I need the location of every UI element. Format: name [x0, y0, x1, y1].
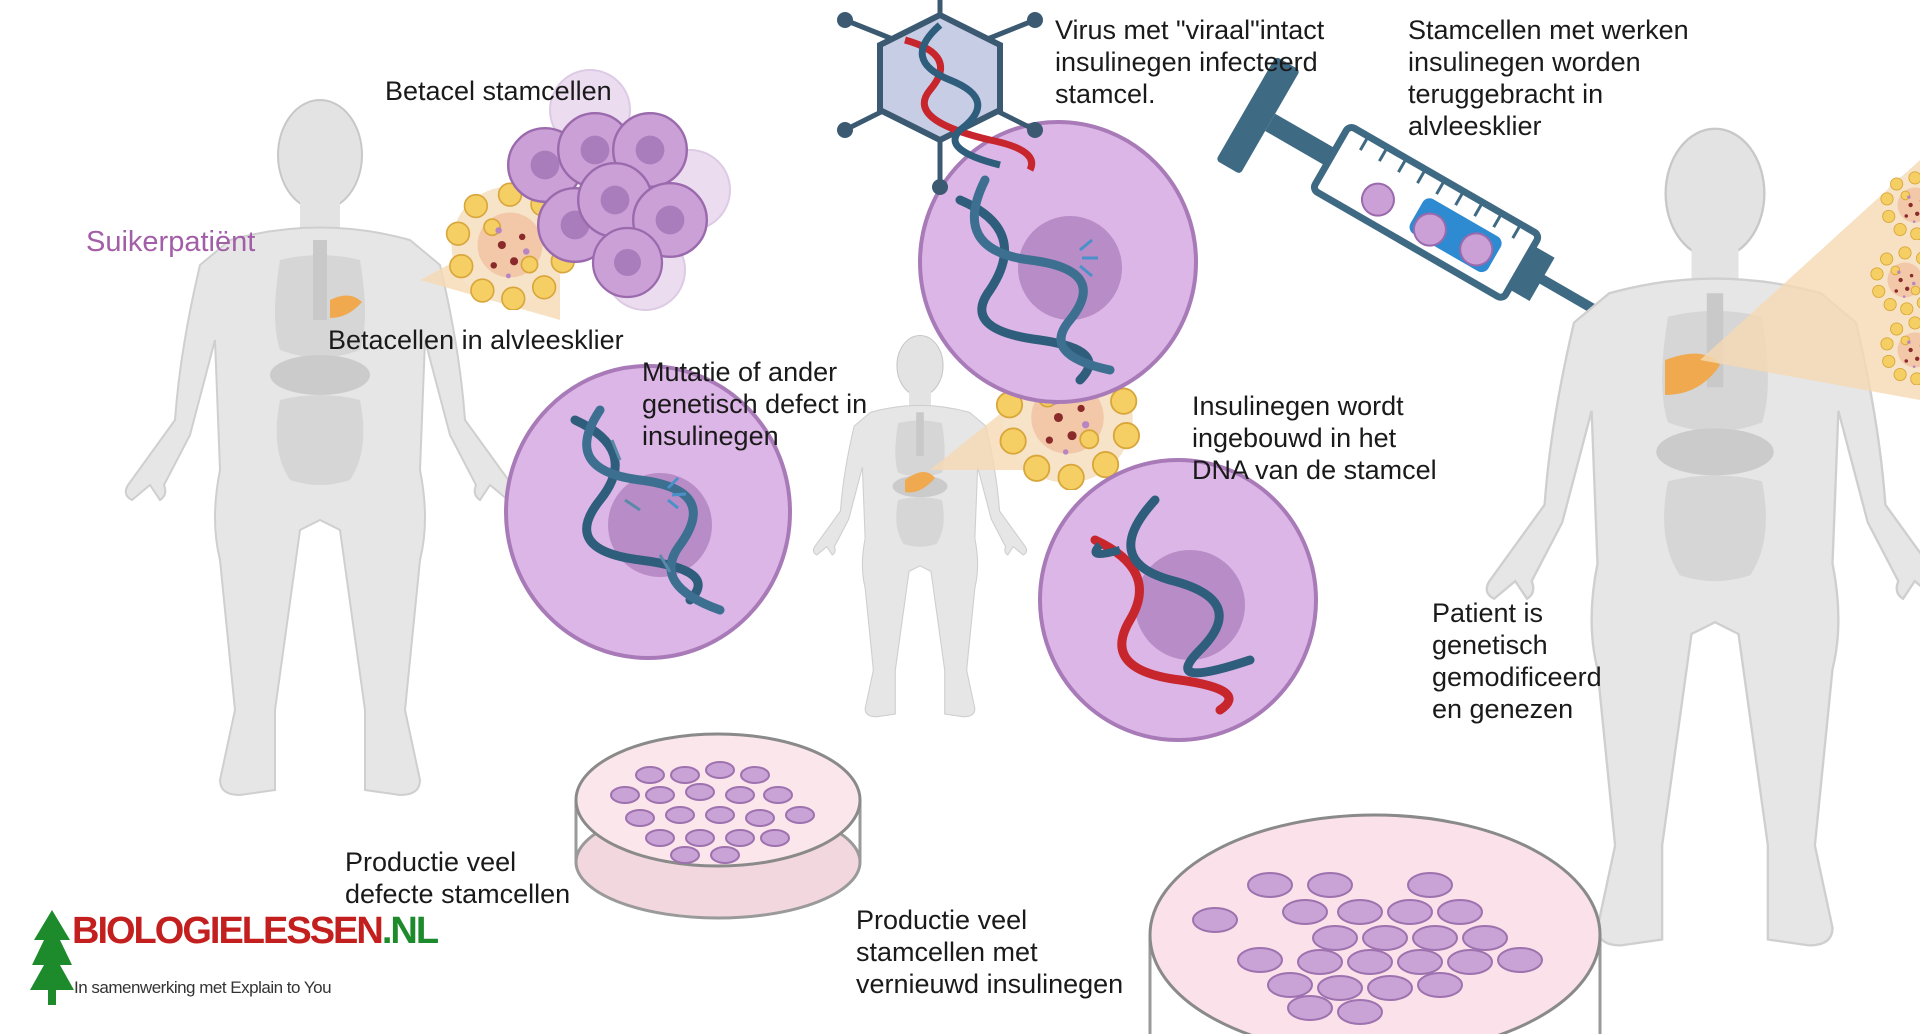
label-line: Virus met "viraal"intact	[1055, 15, 1325, 45]
logo-brand-text: BIOLOGIELESSEN	[72, 910, 384, 952]
label-line: Stamcellen met werken	[1408, 15, 1689, 45]
label-line: stamcellen met	[856, 937, 1038, 967]
label-insulinegen-ingebouwd: Insulinegen wordt ingebouwd in het DNA v…	[1192, 390, 1437, 486]
label-mutatie: Mutatie of ander genetisch defect in ins…	[642, 356, 867, 452]
label-betacellen-alvleesklier: Betacellen in alvleesklier	[328, 325, 624, 355]
pancreas-right	[1665, 353, 1720, 395]
label-productie-vernieuwd: Productie veel stamcellen met vernieuwd …	[856, 904, 1123, 1000]
label-line: defecte stamcellen	[345, 879, 571, 909]
patient-body-right	[1485, 127, 1920, 947]
logo-brand: BIOLOGIELESSEN.NL	[72, 910, 439, 953]
biologielessen-logo[interactable]: BIOLOGIELESSEN.NL In samenwerking met Ex…	[30, 910, 439, 1010]
label-line: vernieuwd insulinegen	[856, 969, 1124, 999]
label-betacel-stamcellen: Betacel stamcellen	[385, 76, 612, 106]
infected-stem-cell	[918, 120, 1198, 404]
logo-tagline: In samenwerking met Explain to You	[74, 978, 332, 997]
label-line: Productie veel	[345, 847, 517, 877]
label-stamcellen-terug: Stamcellen met werken insulinegen worden…	[1408, 14, 1689, 142]
zoom-cone-right	[1700, 160, 1920, 400]
label-line: insulinegen worden	[1408, 47, 1641, 77]
pancreas-left	[330, 295, 362, 318]
label-line: gemodificeerd	[1432, 662, 1602, 692]
label-line: ingebouwd in het	[1192, 423, 1397, 453]
logo-brand-suffix: .NL	[381, 910, 439, 952]
label-suikerpatient: Suikerpatiënt	[86, 226, 256, 258]
label-line: insulinegen	[642, 421, 779, 451]
label-line: DNA van de stamcel	[1192, 455, 1437, 485]
betacel-stem-cell-cluster	[507, 69, 731, 311]
petri-dish-renewed	[1148, 813, 1602, 1034]
label-line: genetisch	[1432, 630, 1548, 660]
label-patient-genezen: Patient is genetisch gemodificeerd en ge…	[1432, 597, 1602, 725]
label-line: Productie veel	[856, 905, 1028, 935]
label-line: insulinegen infecteerd	[1055, 47, 1318, 77]
label-line: en genezen	[1432, 694, 1574, 724]
label-productie-defect: Productie veel defecte stamcellen	[345, 846, 570, 910]
label-line: genetisch defect in	[642, 389, 868, 419]
virus	[837, 0, 1043, 195]
patient-body-left	[124, 99, 516, 796]
label-line: Insulinegen wordt	[1192, 391, 1404, 421]
label-line: Mutatie of ander	[642, 357, 838, 387]
label-line: stamcel.	[1055, 79, 1156, 109]
label-line: Patient is	[1432, 598, 1544, 628]
petri-dish-defect	[574, 732, 862, 920]
label-line: teruggebracht in	[1408, 79, 1604, 109]
tree-logo-icon	[30, 910, 74, 1005]
mutated-stem-cell	[504, 364, 792, 660]
patient-body-middle	[812, 334, 1028, 718]
label-line: alvleesklier	[1408, 111, 1542, 141]
label-virus: Virus met "viraal"intact insulinegen inf…	[1055, 14, 1324, 110]
modified-stem-cell	[1038, 458, 1318, 742]
